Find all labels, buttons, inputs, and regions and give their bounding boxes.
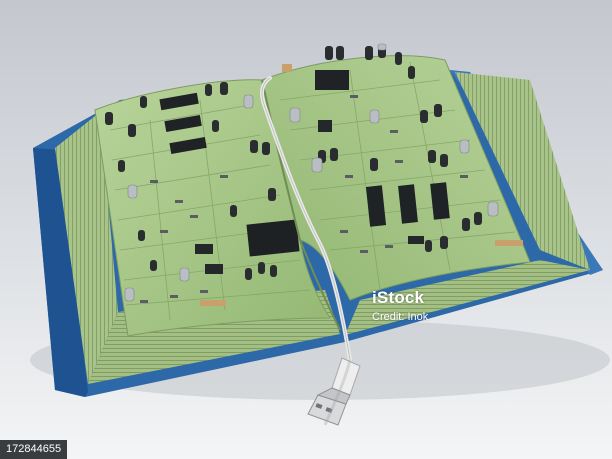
- cable-shadow: [323, 359, 352, 426]
- stock-id-label: 172844655: [0, 440, 68, 459]
- watermark-brand: iStock: [372, 288, 425, 307]
- usb-cable: [260, 76, 352, 362]
- usb-plug: [307, 357, 361, 426]
- watermark-credit: Credit: Inok: [372, 311, 429, 323]
- right-page-circuit-board: [261, 43, 531, 301]
- page-edges-right: [345, 72, 590, 335]
- left-page-circuit-board: [94, 79, 331, 337]
